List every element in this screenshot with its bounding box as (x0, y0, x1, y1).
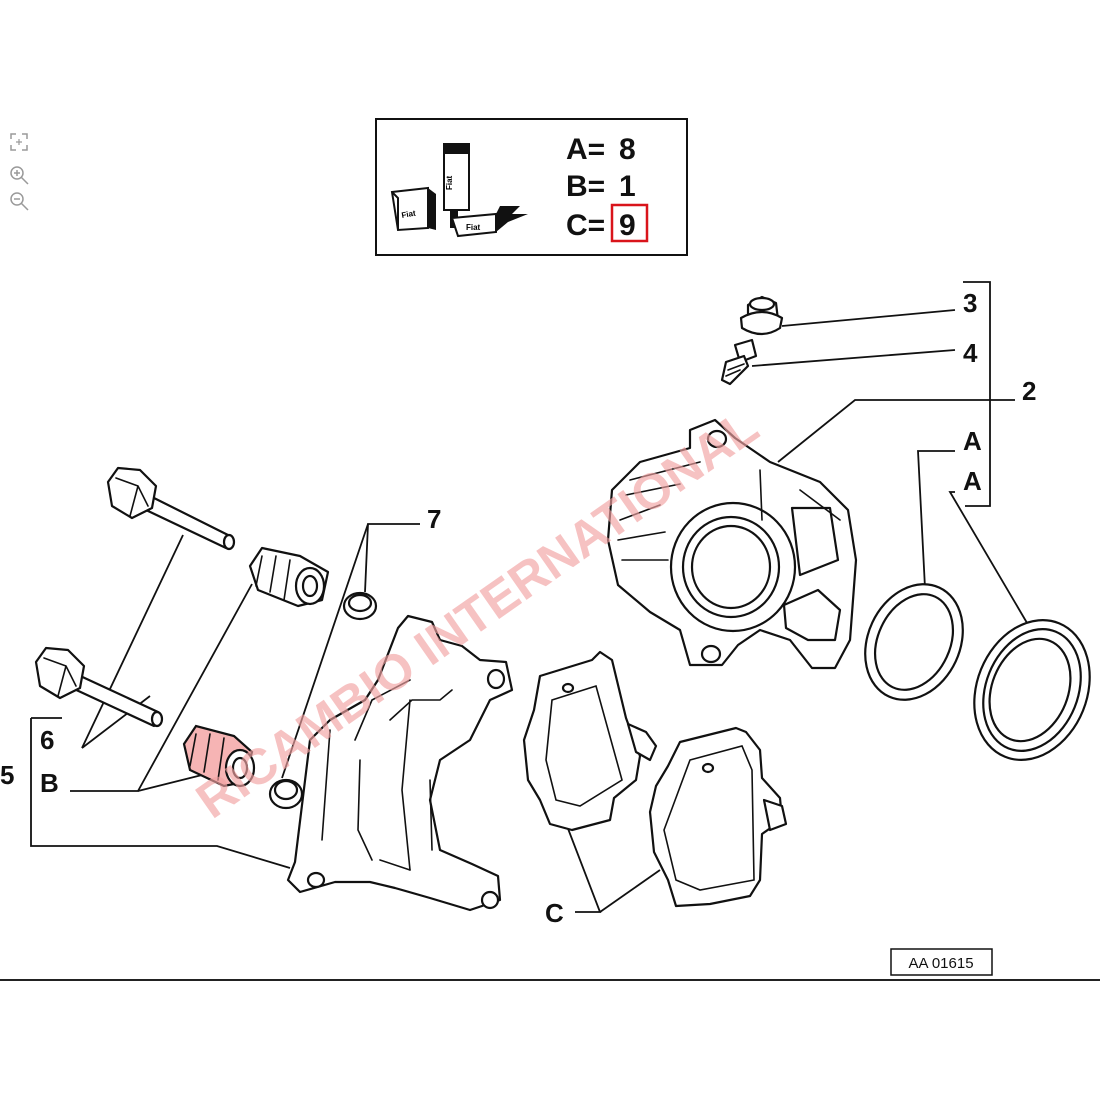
callout-4: 4 (963, 338, 978, 368)
guide-bolt-lower-part (34, 646, 164, 728)
legend-key-a: A= (566, 133, 605, 166)
slide-pin-lower-part (268, 778, 304, 810)
callout-a-lower: A (963, 466, 982, 496)
dust-boot-part (973, 619, 1091, 761)
legend-value-highlight (610, 203, 649, 243)
caliper-carrier-bracket-part (286, 614, 514, 912)
brake-pad-outer-part (648, 726, 788, 908)
piston-seal-ring-part (864, 583, 964, 701)
brake-pad-inner-part (522, 650, 658, 832)
bleed-screw-cap-part (739, 295, 784, 336)
legend-key-b: B= (566, 170, 605, 203)
legend-key-c: C= (566, 209, 605, 242)
leader-lines (30, 281, 1031, 913)
guide-bolt-upper-part (106, 466, 236, 551)
legend-value-a: 8 (619, 133, 636, 166)
callout-b: B (40, 768, 59, 798)
kit-flat-box-label: Fiat (466, 223, 481, 232)
legend-box: Fiat Fiat Fiat A= 8 B= 1 C= 9 (375, 118, 688, 256)
kit-tube-label: Fiat (445, 175, 454, 190)
figure-code: AA 01615 (908, 955, 973, 972)
fiat-parts-kit-icon: Fiat Fiat Fiat (390, 143, 528, 238)
kit-box-label: Fiat (401, 209, 417, 220)
slide-pin-upper-part (342, 591, 378, 621)
zoom-out-icon[interactable] (8, 190, 30, 212)
zoom-in-icon[interactable] (8, 164, 30, 186)
callout-7: 7 (427, 504, 441, 534)
callout-3: 3 (963, 288, 977, 318)
figure-code-box: AA 01615 (890, 948, 993, 976)
guide-bushing-upper-part (248, 546, 330, 608)
diagram-bottom-border (0, 979, 1100, 981)
callout-5: 5 (0, 760, 14, 790)
bleed-screw-part (720, 338, 758, 386)
legend-value-b: 1 (619, 170, 636, 203)
guide-bushing-lower-part (182, 724, 256, 788)
caliper-body-part (606, 418, 858, 670)
legend-value-c: 9 (619, 209, 636, 242)
callout-c: C (545, 898, 564, 928)
callout-6: 6 (40, 725, 54, 755)
callout-a-upper: A (963, 426, 982, 456)
callout-2: 2 (1022, 376, 1036, 406)
fit-to-page-icon[interactable] (8, 131, 30, 153)
